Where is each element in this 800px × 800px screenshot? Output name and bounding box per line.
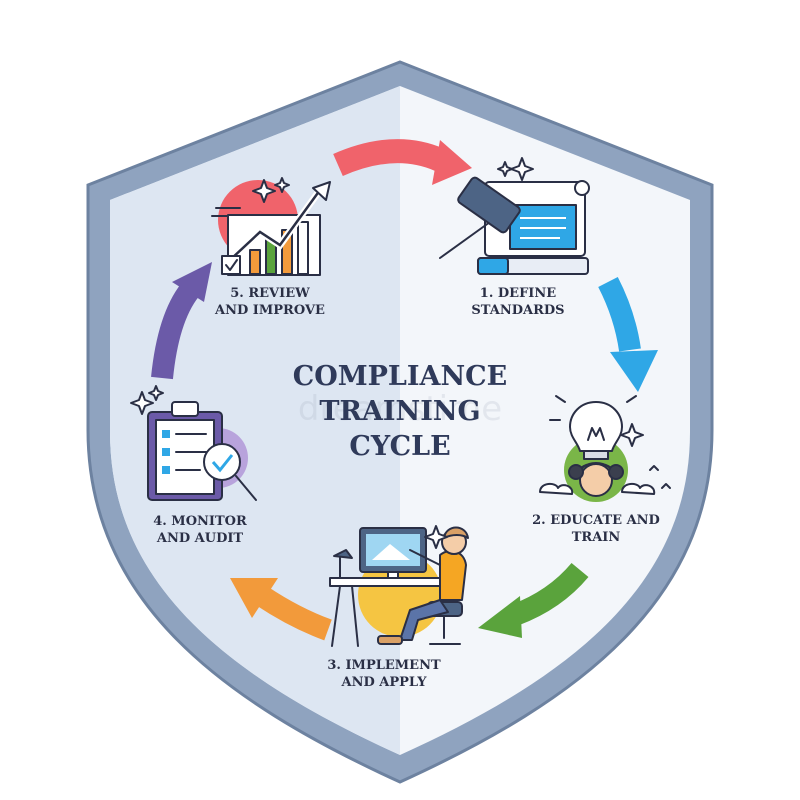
step-2-label-line-1: 2. EDUCATE AND <box>532 513 660 528</box>
step-5-label-line-2: AND IMPROVE <box>214 303 325 318</box>
clipboard-magnifier-icon <box>130 385 257 501</box>
step-3-label-line-2: AND APPLY <box>341 675 428 690</box>
step-5-label-line-1: 5. REVIEW <box>230 286 310 301</box>
watermark: dreamstime <box>298 389 502 429</box>
cycle-arrow-1 <box>333 139 472 185</box>
title-line-3: CYCLE <box>349 431 450 462</box>
step-4-label-line-1: 4. MONITOR <box>153 514 247 529</box>
cycle-arrow-4 <box>230 578 332 641</box>
cycle-arrow-2 <box>598 276 658 392</box>
person-at-computer-icon <box>329 525 469 647</box>
step-4-label-line-2: AND AUDIT <box>156 531 244 546</box>
diagram-title: COMPLIANCE TRAINING CYCLE <box>293 361 508 462</box>
title-line-2: TRAINING <box>319 396 480 427</box>
title-line-1: COMPLIANCE <box>293 361 508 392</box>
growth-chart-icon <box>211 177 331 276</box>
step-1-label-line-1: 1. DEFINE <box>480 286 556 301</box>
cycle-arrow-5 <box>151 262 212 380</box>
cycle-arrow-3 <box>478 562 589 638</box>
lightbulb-student-icon <box>539 395 671 502</box>
step-1-label-line-2: STANDARDS <box>471 303 564 318</box>
gavel-document-icon <box>439 157 590 275</box>
step-2-label-line-2: TRAIN <box>572 530 621 545</box>
step-3-label-line-1: 3. IMPLEMENT <box>327 658 441 673</box>
